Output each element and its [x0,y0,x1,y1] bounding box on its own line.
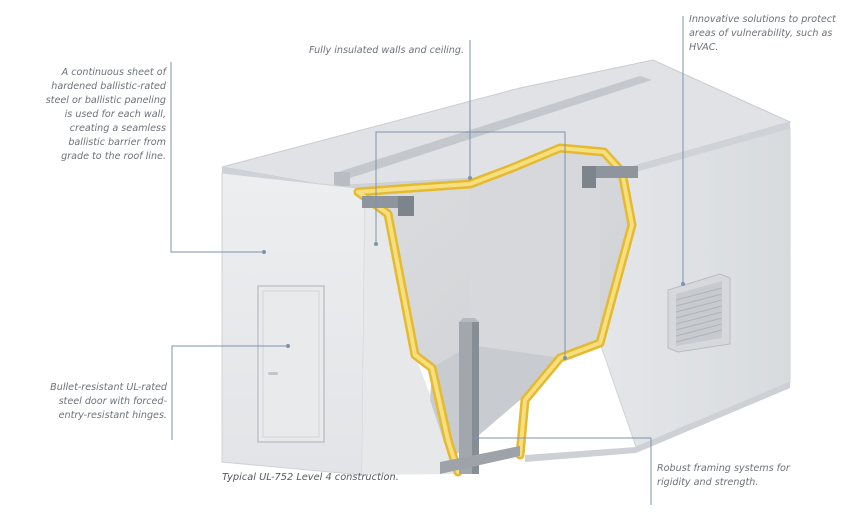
leader-dot-hvac [681,282,685,286]
door [257,285,325,443]
frame-column-top [459,318,479,322]
frame-base-channel [440,446,520,474]
leader-dot-walls [262,250,266,254]
leader-dot-insulation [468,176,472,180]
door-frame-inner [262,290,320,438]
callout-walls: A continuous sheet of hardened ballistic… [45,67,166,162]
side-wall-base [525,382,790,462]
roof-ridge-end [334,172,350,186]
leader-dot-insulation-3 [563,356,567,360]
leader-dot-insulation-2 [374,242,378,246]
leader-dot-door [286,344,290,348]
insulation-highlight [356,146,634,474]
hvac-unit [667,273,731,353]
frame-beam-right-end [582,166,596,188]
frame-beam-left-end [398,196,414,216]
leader-dot-framing [474,436,478,440]
leader-insulation-2 [375,131,566,358]
leader-door [171,345,288,440]
door-handle [268,372,278,375]
front-wall-lower [362,189,460,475]
leader-framing [476,437,652,505]
frame-column-shadow [472,322,479,474]
callout-framing: Robust framing systems for rigidity and … [657,463,790,488]
leader-walls [170,62,264,253]
callout-door: Bullet-resistant UL-rated steel door wit… [50,382,167,421]
callout-hvac: Innovative solutions to protect areas of… [689,14,836,53]
figure-caption: Typical UL-752 Level 4 construction. [222,472,399,483]
callout-insulation: Fully insulated walls and ceiling. [308,45,464,56]
roof-ridge-cap [338,76,652,178]
interior-back-wall [470,148,600,380]
